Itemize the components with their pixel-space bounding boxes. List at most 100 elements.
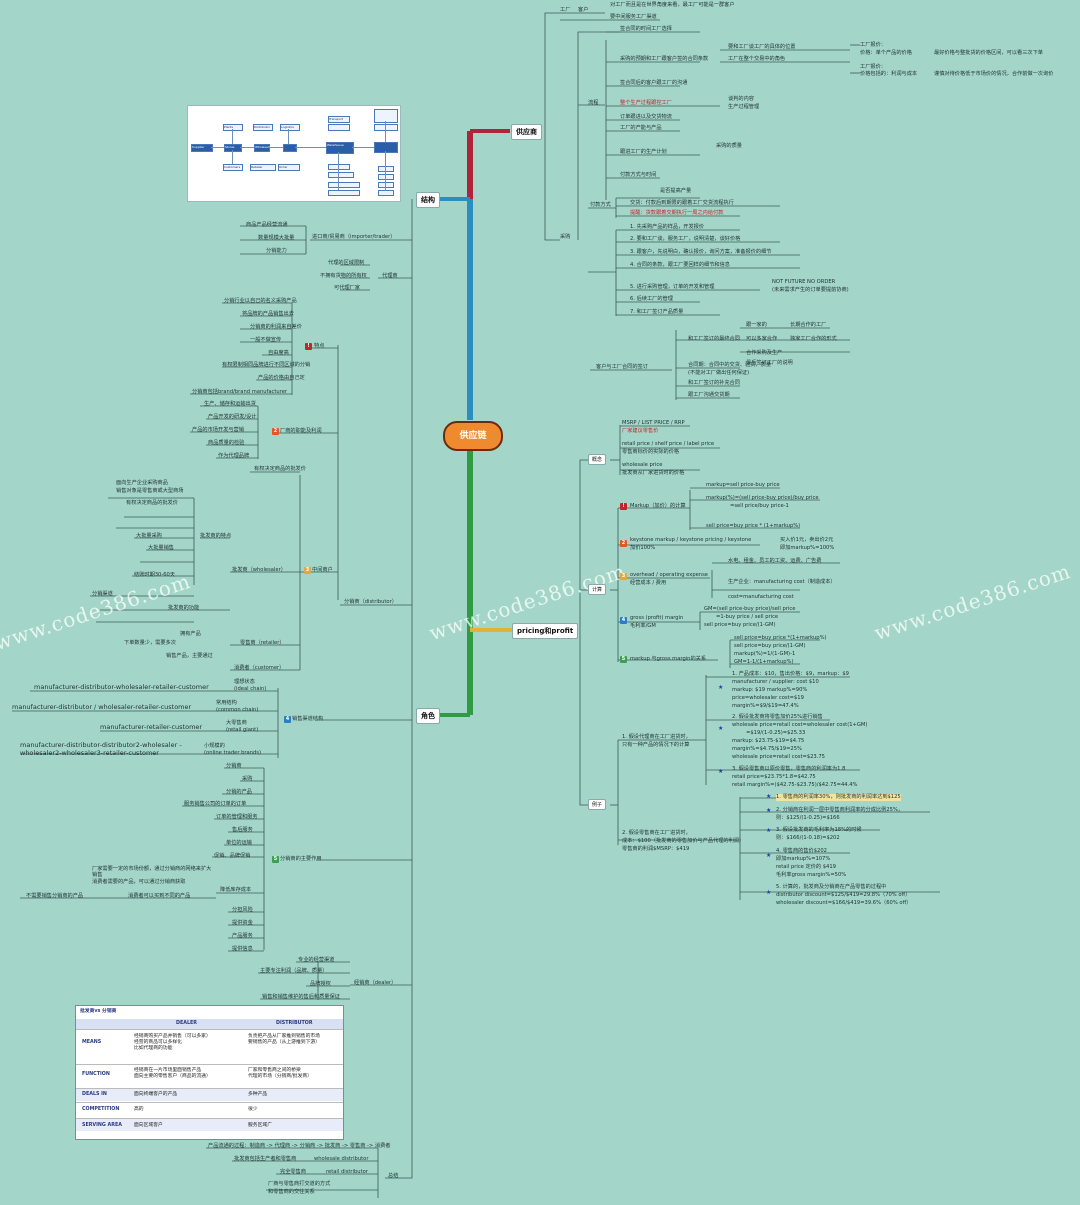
supplier-note[interactable]: NOT FUTURE NO ORDER xyxy=(772,279,836,285)
summary-item[interactable]: 厂商与零售商打交道的方式 xyxy=(268,1181,331,1187)
structure-node[interactable]: 产品的市场开发与营销 xyxy=(192,427,244,433)
supplier-far[interactable]: 价格：单个产品的价格 xyxy=(860,50,912,56)
structure-node[interactable]: 结账时期30-60天 xyxy=(134,572,176,578)
dealer-item[interactable]: 专业的经营渠道 xyxy=(298,957,335,963)
supplier-note[interactable]: 合同期：合同中的交货、验货、质量 xyxy=(688,362,772,368)
pricing-item[interactable]: retail price / shelf price / label price xyxy=(622,441,715,447)
supplier-far[interactable]: 价格包括的：利润与成本 xyxy=(860,71,918,77)
role-item[interactable]: 不需要销售分销商的产品 xyxy=(26,893,84,899)
role-item[interactable]: 提供资金 xyxy=(232,920,253,926)
supplier-note[interactable]: (不能对工厂做出任何保证) xyxy=(688,370,750,376)
structure-node[interactable]: 可代理厂家 xyxy=(334,285,360,291)
example-line[interactable]: 2. 假设批发商将零售加价25%进行销售 xyxy=(732,714,823,720)
pricing-item[interactable]: 厂家建议零售价 xyxy=(622,428,659,434)
formula-note[interactable]: sell price=buy price/(1-GM) xyxy=(704,622,776,628)
formula-item[interactable]: Markup（加价）的计算 xyxy=(630,503,686,509)
supplier-item[interactable]: 订单跟进以及交货物流 xyxy=(620,114,672,120)
branch-pricing[interactable]: pricing和profit xyxy=(512,623,579,639)
structure-node[interactable]: 销售对象是零售商或大型商场 xyxy=(116,488,184,494)
role-item[interactable]: 采购 xyxy=(242,776,253,782)
role-item[interactable]: 消费者需要的产品，可以通过分销商获取 xyxy=(92,879,186,885)
supplier-item[interactable]: 4. 合同的条款，跟工厂要回样的细节和信息 xyxy=(630,262,730,268)
summary-item[interactable]: 产品流通的过程：制造商 -> 代理商 -> 分销商 -> 批发商 -> 零售商 … xyxy=(208,1143,391,1149)
structure-node[interactable]: 数量规模大批量 xyxy=(258,235,295,241)
supplier-item[interactable]: 付款方式与时间 xyxy=(620,172,657,178)
branch-role[interactable]: 角色 xyxy=(416,708,440,724)
example-line[interactable]: wholesale price=retail cost=$23.75 xyxy=(732,754,825,760)
formula-note[interactable]: sell price=buy price * (1+markup%) xyxy=(706,523,801,529)
supplier-node[interactable]: 要中间服务工厂渠道 xyxy=(610,14,657,20)
supplier-node[interactable]: 工厂 xyxy=(560,7,571,13)
role-item[interactable]: 降低库存成本 xyxy=(220,887,252,893)
example-line[interactable]: manufacturer / supplier: cost $10 xyxy=(732,679,819,685)
supplier-note[interactable]: 是否提高产量 xyxy=(660,188,692,194)
structure-node[interactable]: 有权决定商品的批发价 xyxy=(126,500,178,506)
supplier-note[interactable]: 工厂在整个交易中的角色 xyxy=(728,56,786,62)
example-line[interactable]: 2. 分销商在利润一层中零售商利润率的分成比例25%， xyxy=(776,807,904,813)
structure-node[interactable]: 代理的区域限制 xyxy=(328,260,365,266)
formula-item[interactable]: 经营成本 / 费用 xyxy=(630,580,667,586)
example-title[interactable]: 成本：$100（批发商的零售加价与产品代理的利润） xyxy=(622,838,745,844)
role-item[interactable]: 产品服务 xyxy=(232,933,253,939)
example-line[interactable]: distributor discount=$125/$419=29.8%（70%… xyxy=(776,892,911,898)
supplier-note[interactable]: 合作采购及生产 xyxy=(746,350,783,356)
formula-note[interactable]: =sell price/buy price-1 xyxy=(730,503,789,509)
supplier-item[interactable]: 1. 先采购产品的样品，开发报价 xyxy=(630,224,705,230)
structure-node[interactable]: 拥有产品 xyxy=(180,631,201,637)
pricing-item[interactable]: MSRP / LIST PRICE / RRP xyxy=(622,420,685,426)
structure-node[interactable]: 作为代理品牌 xyxy=(218,453,250,459)
example-line[interactable]: retail margin%=($42.75-$23.75)/$42.75=44… xyxy=(732,782,858,788)
structure-node[interactable]: 将品牌的产品销售出去 xyxy=(242,311,294,317)
formula-item[interactable]: markup 与gross margin的关系 xyxy=(630,656,707,662)
structure-node[interactable]: 商品质量的检验 xyxy=(208,440,245,446)
structure-node[interactable]: 批发商的功能 xyxy=(168,605,200,611)
structure-node[interactable]: 不拥有货物的所有权 xyxy=(320,273,367,279)
chain-text[interactable]: manufacturer-distributor / wholesaler-re… xyxy=(12,703,192,711)
supplier-item[interactable]: 和工厂签订的补充合同 xyxy=(688,380,740,386)
example-line[interactable]: margin%=$9/$19=47.4% xyxy=(732,703,799,709)
example-line[interactable]: 5. 计算的，批发商及分销商在产品零售的过程中 xyxy=(776,884,887,890)
supplier-item[interactable]: 3. 跟客户，先说明白，确认报价，询问方案，准备报价的细节 xyxy=(630,249,772,255)
example-line[interactable]: 1. 产品成本：$10，售出价格：$9，markup：$9 xyxy=(732,671,849,677)
supplier-far[interactable]: 工厂报价： xyxy=(860,64,886,70)
supplier-note[interactable]: (未来需求产生的订单要提前协商) xyxy=(772,287,849,293)
chain-label[interactable]: (ideal chain) xyxy=(234,686,267,692)
dealer-node[interactable]: 经销商（dealer） xyxy=(354,980,397,986)
supplier-item[interactable]: 跟进工厂的生产计划 xyxy=(620,149,667,155)
structure-node[interactable]: 生产、储存和运输出货 xyxy=(204,401,256,407)
formula-note[interactable]: GM=(sell price-buy price)/sell price xyxy=(704,606,796,612)
chain-label[interactable]: (online trader brands) xyxy=(204,750,262,756)
supplier-process[interactable]: 流程 xyxy=(588,100,599,106)
structure-node[interactable]: 厂商的职能及利润 xyxy=(280,428,322,434)
summary-item[interactable]: retail distributor xyxy=(326,1169,368,1175)
chain-label[interactable]: 常用结构 xyxy=(216,700,237,706)
formula-note[interactable]: =1-buy price / sell price xyxy=(716,614,779,620)
supplier-item[interactable]: 提醒：货款跟着交期执行一周之内给付款 xyxy=(630,210,724,216)
structure-node[interactable]: 大批量采购 xyxy=(136,533,162,539)
example-line[interactable]: retail price=$23.75*1.8=$42.75 xyxy=(732,774,816,780)
supplier-item[interactable]: 客户与工厂合同的签订 xyxy=(596,364,648,370)
structure-node[interactable]: 商品产品经营流通 xyxy=(246,222,288,228)
summary-item[interactable]: 批发商包括生产者和零售商 xyxy=(234,1156,297,1162)
branch-structure[interactable]: 结构 xyxy=(416,192,440,208)
pricing-item[interactable]: 零售商标价的实际的价格 xyxy=(622,449,680,455)
supplier-node[interactable]: 对工厂而且是在世界角度来看，最工厂可能是一群客户 xyxy=(610,2,735,8)
formula-item[interactable]: gross (profit) margin xyxy=(630,615,684,621)
supplier-note[interactable]: 谈判的内容 xyxy=(728,96,754,102)
summary-item[interactable]: 总结 xyxy=(388,1173,399,1179)
supplier-item[interactable]: 整个生产过程跟控工厂 xyxy=(620,100,672,106)
formula-note[interactable]: 生产企业：manufacturing cost（制造成本） xyxy=(728,579,836,585)
example-line[interactable]: markup: $23.75-$19=$4.75 xyxy=(732,738,805,744)
structure-node[interactable]: 分销商（distributor） xyxy=(344,599,397,605)
structure-node[interactable]: 分销渠道 xyxy=(92,591,113,597)
supplier-item[interactable]: 2. 要和工厂谈，服务工厂，说明清楚，谈好价格 xyxy=(630,236,741,242)
supplier-item[interactable]: 签合同后的客户跟工厂的沟通 xyxy=(620,80,688,86)
formula-item[interactable]: keystone markup / keystone pricing / key… xyxy=(630,537,752,543)
supplier-procure[interactable]: 采购 xyxy=(560,234,571,240)
structure-node[interactable]: 销售产品，主要通过 xyxy=(166,653,213,659)
role-item[interactable]: 分销的产品 xyxy=(226,789,252,795)
supplier-note[interactable]: 独家工厂合作的形式 xyxy=(790,336,837,342)
structure-node[interactable]: 一般不做宣传 xyxy=(250,337,282,343)
structure-node[interactable]: 有权决定商品的批发价 xyxy=(254,466,306,472)
summary-item[interactable]: wholesale distributor xyxy=(314,1156,369,1162)
